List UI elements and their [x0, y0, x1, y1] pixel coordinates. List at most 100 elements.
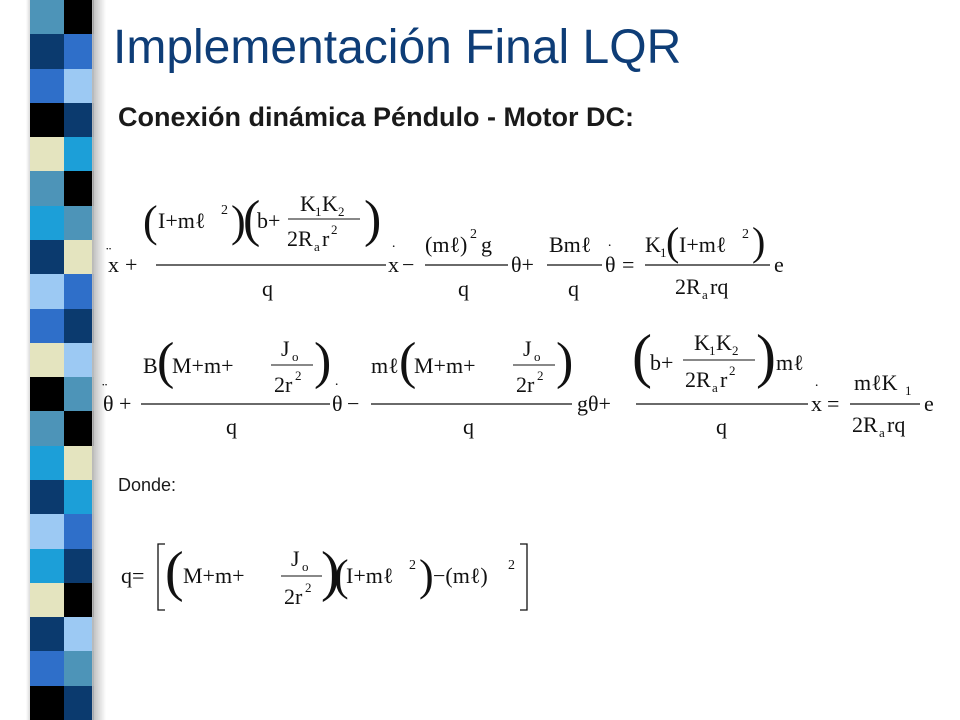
stripe-segment	[30, 617, 64, 653]
svg-text:−(mℓ): −(mℓ)	[433, 563, 488, 588]
stripe-segment	[30, 0, 64, 36]
svg-text:q: q	[458, 276, 469, 301]
stripe-segment	[30, 171, 64, 207]
svg-text:2: 2	[732, 343, 739, 358]
stripe-segment	[30, 274, 64, 310]
svg-text:x: x	[811, 391, 822, 416]
svg-text:mℓK: mℓK	[854, 370, 898, 395]
svg-text:J: J	[281, 336, 290, 361]
svg-text:K: K	[322, 191, 338, 216]
svg-text:2: 2	[305, 580, 312, 595]
svg-text:e: e	[774, 252, 784, 277]
svg-text:): )	[364, 191, 381, 248]
svg-text:1: 1	[660, 245, 667, 260]
svg-text:x: x	[388, 252, 399, 277]
svg-text:+: +	[119, 391, 131, 416]
svg-text:1: 1	[315, 204, 322, 219]
svg-text:): )	[756, 323, 776, 389]
svg-text:rq: rq	[710, 274, 728, 299]
stripe-segment	[30, 377, 64, 413]
svg-text:−: −	[402, 252, 414, 277]
svg-text:a: a	[314, 239, 320, 254]
svg-text:q=: q=	[121, 563, 144, 588]
svg-text:2: 2	[470, 227, 477, 242]
stripe-segment	[30, 102, 64, 139]
svg-text:˙: ˙	[814, 382, 819, 399]
svg-text:o: o	[292, 349, 299, 364]
svg-text:q: q	[226, 414, 237, 439]
svg-text:(: (	[143, 197, 158, 246]
svg-text:¨: ¨	[102, 381, 107, 398]
svg-text:): )	[419, 551, 434, 600]
svg-text:mℓ: mℓ	[776, 350, 804, 375]
svg-text:M+m+: M+m+	[172, 353, 234, 378]
svg-text:=: =	[827, 391, 839, 416]
svg-text:): )	[314, 333, 331, 390]
stripe-segment	[30, 205, 64, 241]
stripe-segment	[64, 240, 94, 276]
svg-text:M+m+: M+m+	[414, 353, 476, 378]
svg-text:(: (	[632, 323, 652, 389]
svg-text:θ: θ	[605, 252, 616, 277]
stripe-segment	[30, 685, 64, 720]
svg-text:q: q	[463, 414, 474, 439]
stripe-segment	[64, 617, 94, 653]
svg-text:o: o	[302, 559, 309, 574]
stripe-segment	[64, 548, 94, 584]
svg-text:(: (	[666, 219, 679, 264]
svg-text:2: 2	[221, 203, 228, 218]
svg-text:1: 1	[709, 343, 716, 358]
svg-text:2: 2	[409, 558, 416, 573]
svg-text:o: o	[534, 349, 541, 364]
svg-text:2R: 2R	[675, 274, 701, 299]
svg-text:x: x	[108, 252, 119, 277]
svg-text:2: 2	[331, 222, 338, 237]
svg-text:b+: b+	[257, 208, 280, 233]
svg-text:θ+: θ+	[511, 252, 534, 277]
svg-text:2: 2	[729, 363, 736, 378]
stripe-segment	[30, 34, 64, 70]
svg-text:(: (	[165, 541, 184, 603]
svg-text:J: J	[523, 336, 532, 361]
svg-text:K: K	[694, 330, 710, 355]
stripe-segment	[64, 377, 94, 413]
slide-subtitle: Conexión dinámica Péndulo - Motor DC:	[118, 102, 635, 132]
svg-text:): )	[752, 219, 765, 264]
svg-text:+: +	[125, 252, 137, 277]
svg-text:=: =	[622, 252, 634, 277]
svg-text:r: r	[720, 367, 728, 392]
stripe-segment	[64, 171, 94, 207]
svg-text:2: 2	[537, 368, 544, 383]
stripe-segment	[30, 514, 64, 550]
svg-text:2: 2	[742, 227, 749, 242]
equation-2: θ ¨ + B ( M+m+ J o 2r 2 ) q θ ˙ − mℓ ( M…	[102, 323, 934, 440]
svg-text:I+mℓ: I+mℓ	[158, 208, 205, 233]
svg-text:Bmℓ: Bmℓ	[549, 232, 591, 257]
svg-text:2: 2	[338, 204, 345, 219]
stripe-segment	[64, 205, 94, 241]
stripe-segment	[64, 582, 94, 619]
svg-text:˙: ˙	[607, 242, 612, 259]
stripe-segment	[30, 342, 64, 379]
stripe-segment	[64, 514, 94, 550]
equation-3: q= ( M+m+ J o 2r 2 ) ( I+mℓ 2 ) −(mℓ) 2	[121, 541, 528, 611]
svg-text:e: e	[924, 391, 934, 416]
svg-text:a: a	[879, 425, 885, 440]
stripe-segment	[30, 240, 64, 276]
svg-text:2: 2	[295, 368, 302, 383]
svg-text:2r: 2r	[516, 372, 535, 397]
stripe-segment	[64, 274, 94, 310]
stripe-segment	[30, 411, 64, 447]
stripe-band-shadow-right	[92, 0, 106, 720]
svg-text:a: a	[702, 287, 708, 302]
svg-text:˙: ˙	[334, 381, 339, 398]
svg-text:g: g	[481, 232, 492, 257]
stripe-segment	[64, 34, 94, 70]
svg-text:r: r	[322, 226, 330, 251]
svg-text:(: (	[243, 191, 260, 248]
stripe-segment	[64, 102, 94, 139]
svg-text:I+mℓ: I+mℓ	[346, 563, 393, 588]
svg-text:˙: ˙	[391, 243, 396, 260]
svg-text:B: B	[143, 353, 158, 378]
